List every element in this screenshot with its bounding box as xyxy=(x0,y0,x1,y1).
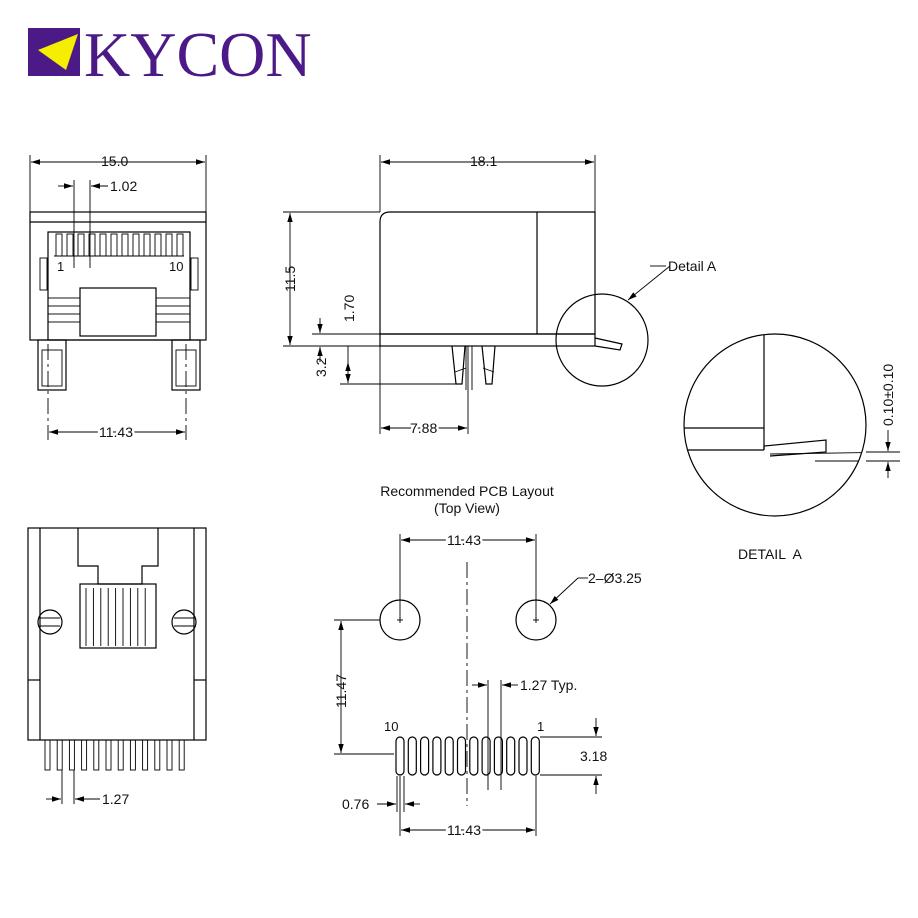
contact-finger xyxy=(143,233,151,257)
contact-finger xyxy=(176,233,184,257)
logo-wordmark: KYCON xyxy=(84,19,312,90)
pcb-dim-pad-length: 3.18 xyxy=(580,748,607,764)
contact-finger xyxy=(77,233,85,257)
side-dim-post-offset: 7.88 xyxy=(410,420,437,436)
bottom-pin xyxy=(142,739,149,771)
left-post xyxy=(37,609,63,635)
pcb-dim-pitch-typ: 1.27 Typ. xyxy=(520,677,577,693)
pcb-pad xyxy=(407,736,417,776)
contact-fingers xyxy=(55,233,184,257)
pcb-pad xyxy=(493,736,503,776)
front-dim-post-spacing: 11.43 xyxy=(99,424,133,440)
bottom-pin xyxy=(68,739,75,771)
pcb-dim-hole-callout: 2–Ø3.25 xyxy=(588,570,642,586)
pcb-pad xyxy=(420,736,430,776)
front-dim-pitch: 1.02 xyxy=(110,178,137,194)
side-dim-length: 18.1 xyxy=(470,153,497,169)
pcb-layout: Recommended PCB Layout (Top View) 11.43 … xyxy=(333,483,642,841)
pcb-pad-last: 1 xyxy=(537,719,544,734)
contact-finger xyxy=(55,233,63,257)
contact-finger xyxy=(99,233,107,257)
front-pin-first: 1 xyxy=(57,259,64,274)
bottom-pin xyxy=(56,739,63,771)
pcb-pad xyxy=(481,736,491,776)
contact-finger xyxy=(154,233,162,257)
front-pin-last: 10 xyxy=(169,259,183,274)
contact-finger xyxy=(165,233,173,257)
pcb-pad xyxy=(469,736,479,776)
bottom-pin xyxy=(166,739,173,771)
bottom-pin xyxy=(44,739,51,771)
pcb-title-line1: Recommended PCB Layout xyxy=(380,483,554,499)
side-dim-standoff: 1.70 xyxy=(341,295,357,322)
side-view: Detail A 18.1 11.5 1.70 3.2 7.88 xyxy=(282,153,717,439)
front-view: 15.0 1.02 1 10 11.43 xyxy=(29,153,207,443)
pcb-pad xyxy=(530,736,540,776)
contact-finger xyxy=(121,233,129,257)
bottom-pin xyxy=(178,739,185,771)
detail-a-circle xyxy=(555,293,649,387)
logo-emblem-yellow xyxy=(38,34,78,70)
side-dim-post-length: 3.2 xyxy=(313,357,329,377)
detail-dim-tolerance: 0.10±0.10 xyxy=(880,364,896,426)
pcb-pad xyxy=(518,736,528,776)
bottom-pin xyxy=(93,739,100,771)
bottom-dim-pitch: 1.27 xyxy=(102,791,129,807)
bottom-pin xyxy=(81,739,88,771)
contact-finger xyxy=(66,233,74,257)
side-detail-callout: Detail A xyxy=(668,258,717,274)
bottom-pin xyxy=(154,739,161,771)
kycon-logo: KYCON xyxy=(28,19,312,90)
contact-finger xyxy=(132,233,140,257)
bottom-pins xyxy=(44,739,185,771)
bottom-pin xyxy=(105,739,112,771)
pcb-pads xyxy=(395,736,540,776)
front-dim-width: 15.0 xyxy=(101,153,128,169)
side-dim-height: 11.5 xyxy=(282,266,298,292)
pcb-title-line2: (Top View) xyxy=(434,500,500,516)
detail-a-view: 0.10±0.10 DETAIL A xyxy=(683,333,900,562)
contact-finger xyxy=(110,233,118,257)
pcb-dim-vertical: 11.47 xyxy=(333,674,349,708)
pcb-pad-first: 10 xyxy=(384,719,398,734)
bottom-pin xyxy=(129,739,136,771)
pcb-dim-pad-width: 0.76 xyxy=(342,796,369,812)
pcb-pad xyxy=(432,736,442,776)
detail-title: DETAIL A xyxy=(738,546,802,562)
pcb-dim-pad-span: 11.43 xyxy=(447,822,481,838)
pcb-pad xyxy=(506,736,516,776)
latch-slots xyxy=(85,588,146,646)
bottom-pin xyxy=(117,739,124,771)
pcb-pad xyxy=(444,736,454,776)
pcb-dim-hole-spacing: 11.43 xyxy=(447,532,481,548)
pcb-pad xyxy=(456,736,467,776)
right-post xyxy=(171,609,197,635)
bottom-view: 1.27 xyxy=(27,527,207,807)
pcb-pad xyxy=(395,736,405,776)
